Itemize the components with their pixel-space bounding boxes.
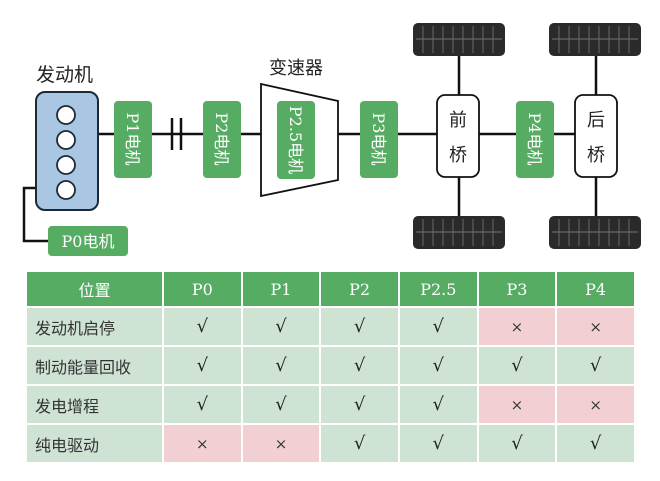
row-label: 发电增程 [27, 386, 162, 423]
engine-block [35, 91, 99, 211]
engine-cylinder-2 [56, 130, 76, 150]
supported-cell: √ [321, 308, 398, 345]
front-axle-label-1: 前 [449, 110, 467, 131]
table-row: 发电增程√√√√×× [27, 386, 634, 423]
gearbox-label: 变速器 [269, 58, 323, 79]
p1-motor [114, 101, 152, 178]
rear-axle-label-2: 桥 [587, 145, 605, 166]
engine-cylinder-4 [56, 180, 76, 200]
front-differential [436, 94, 480, 178]
supported-cell: √ [399, 308, 477, 345]
p0-connector [22, 186, 48, 243]
supported-cell: √ [557, 347, 634, 384]
unsupported-cell: × [478, 308, 556, 345]
rear-differential [574, 94, 618, 178]
table-row: 发动机启停√√√√×× [27, 308, 634, 345]
table-row: 纯电驱动××√√√√ [27, 425, 634, 462]
engine-label: 发动机 [36, 64, 93, 86]
supported-cell: √ [242, 347, 320, 384]
unsupported-cell: × [557, 308, 634, 345]
p3-motor-label: P3电机 [369, 113, 388, 166]
unsupported-cell: × [557, 386, 634, 423]
header-cell: P3 [478, 272, 556, 306]
unsupported-cell: × [478, 386, 556, 423]
header-cell: P1 [242, 272, 320, 306]
front-right-tire [413, 216, 505, 249]
header-cell: 位置 [27, 272, 162, 306]
front-left-tire [413, 23, 505, 56]
engine-cylinder-1 [56, 105, 76, 125]
supported-cell: √ [399, 386, 477, 423]
supported-cell: √ [399, 425, 477, 462]
p4-motor-label: P4电机 [525, 113, 544, 166]
p0-motor-label: P0电机 [62, 232, 115, 251]
supported-cell: √ [321, 386, 398, 423]
p1-motor-label: P1电机 [123, 113, 142, 166]
rear-right-tire [549, 216, 641, 249]
front-axle-label-2: 桥 [449, 145, 467, 166]
supported-cell: √ [164, 308, 241, 345]
header-cell: P4 [557, 272, 634, 306]
rear-axle-label-1: 后 [587, 110, 605, 131]
supported-cell: √ [242, 386, 320, 423]
header-cell: P2.5 [399, 272, 477, 306]
engine-cylinder-3 [56, 155, 76, 175]
motor-position-table: 位置 P0 P1 P2 P2.5 P3 P4 发动机启停√√√√××制动能量回收… [25, 270, 636, 464]
supported-cell: √ [321, 347, 398, 384]
row-label: 制动能量回收 [27, 347, 162, 384]
p25-motor-label: P2.5电机 [286, 106, 305, 174]
p25-motor [277, 101, 315, 179]
p0-motor [48, 226, 128, 256]
table-row: 制动能量回收√√√√√√ [27, 347, 634, 384]
supported-cell: √ [478, 347, 556, 384]
supported-cell: √ [399, 347, 477, 384]
supported-cell: √ [164, 386, 241, 423]
table-header-row: 位置 P0 P1 P2 P2.5 P3 P4 [27, 272, 634, 306]
unsupported-cell: × [242, 425, 320, 462]
supported-cell: √ [557, 425, 634, 462]
row-label: 发动机启停 [27, 308, 162, 345]
p3-motor [360, 101, 398, 178]
supported-cell: √ [321, 425, 398, 462]
header-cell: P0 [164, 272, 241, 306]
p2-motor [203, 101, 241, 178]
supported-cell: √ [478, 425, 556, 462]
rear-left-tire [549, 23, 641, 56]
supported-cell: √ [164, 347, 241, 384]
header-cell: P2 [321, 272, 398, 306]
row-label: 纯电驱动 [27, 425, 162, 462]
unsupported-cell: × [164, 425, 241, 462]
p4-motor [516, 101, 554, 178]
supported-cell: √ [242, 308, 320, 345]
p2-motor-label: P2电机 [212, 113, 231, 166]
